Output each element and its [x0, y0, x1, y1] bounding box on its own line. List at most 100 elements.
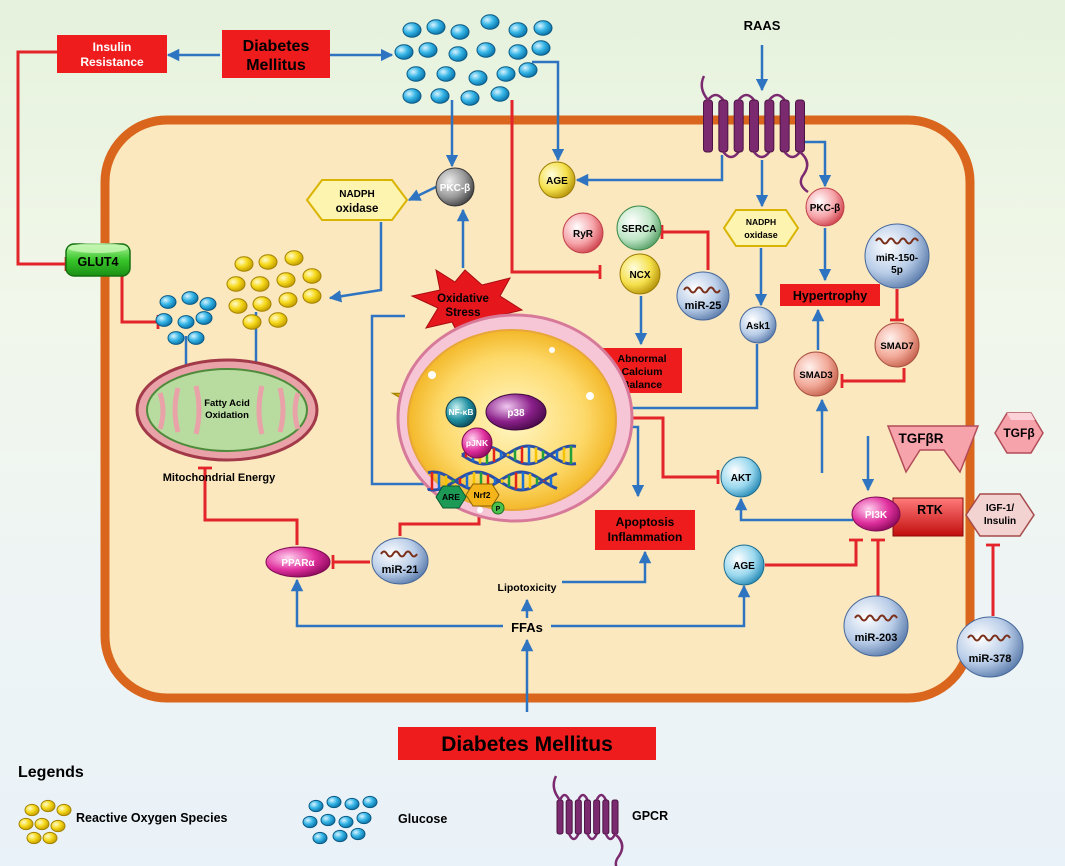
ncx-node: NCX	[619, 253, 661, 295]
ffas-to-ppara-connector	[290, 578, 503, 628]
p38-node: p38	[485, 393, 547, 431]
hypertrophy-label: Hypertrophy	[793, 289, 867, 303]
mir-203-badge: miR-203	[843, 595, 909, 657]
igf-line1: IGF-1/	[986, 503, 1015, 514]
nfkb-label: NF-κB	[448, 407, 473, 417]
gpcr-helix-4	[749, 99, 759, 153]
mir-25-label: miR-25	[685, 300, 722, 312]
oxidative-line1: Oxidative	[437, 293, 489, 305]
diabetes-mellitus-top-box: Diabetes Mellitus	[222, 30, 330, 78]
ros-sphere-1	[234, 256, 254, 272]
apoptosis-line1: Apoptosis	[616, 515, 675, 529]
nrf2-label: Nrf2	[473, 490, 490, 500]
gpcr-c-terminus	[799, 151, 809, 194]
fao-line2: Oxidation	[205, 410, 249, 421]
tgfb-label: TGFβ	[1003, 426, 1034, 440]
glucose-intracellular-sphere-3	[199, 297, 217, 311]
mir21-inhibits-nrf2-connector	[398, 510, 486, 536]
glucose-sphere-12	[531, 40, 551, 56]
mir-378-label: miR-378	[969, 653, 1012, 665]
legend-gpcr-icon	[552, 775, 624, 866]
mir-21-label: miR-21	[382, 564, 419, 576]
glucose-sphere-21	[490, 86, 510, 102]
legend-ros-sphere-7	[26, 831, 42, 845]
serca-node: SERCA	[616, 205, 662, 251]
ros-sphere-6	[276, 272, 296, 288]
glucose-sphere-16	[496, 66, 516, 82]
legend-ros-icon	[18, 799, 72, 845]
legend-glucose-sphere-3	[344, 797, 360, 811]
gpcr-n-terminus	[700, 75, 709, 101]
gpcr-loop-4	[753, 151, 771, 159]
mir-150-line2: 5p	[891, 265, 903, 276]
legend-glucose-sphere-11	[350, 827, 366, 841]
insulin-resistance-line1: Insulin	[93, 40, 132, 54]
calcium-line3: Balance	[622, 379, 662, 391]
ask1-label: Ask1	[746, 321, 770, 332]
smad3-node: SMAD3	[793, 351, 839, 397]
glucose-to-age-connector	[532, 60, 565, 162]
smad7-node: SMAD7	[874, 322, 920, 368]
ros-sphere-4	[226, 276, 246, 292]
insulin-resistance-line2: Resistance	[80, 55, 144, 69]
ffas-to-age-connector	[551, 584, 751, 628]
mir25-inhibits-serca-connector	[660, 225, 710, 270]
mir-21-badge: miR-21	[371, 537, 429, 585]
legend-glucose-label: Glucose	[398, 812, 447, 826]
glucose-sphere-15	[468, 70, 488, 86]
legend-ros-sphere-8	[42, 831, 58, 845]
mir-378-badge: miR-378	[956, 616, 1024, 678]
igf-line2: Insulin	[984, 516, 1016, 527]
ros-sphere-10	[278, 292, 298, 308]
gpcr-helix-2	[565, 799, 573, 835]
ros-sphere-8	[228, 298, 248, 314]
ros-sphere-2	[258, 254, 278, 270]
smad7-label: SMAD7	[880, 341, 913, 352]
legend-glucose-sphere-5	[302, 815, 318, 829]
ryr-node: RyR	[562, 212, 604, 254]
glucose-sphere-20	[460, 90, 480, 106]
gpcr-n-terminus	[552, 775, 561, 801]
pi3k-to-akt-connector	[734, 497, 853, 522]
nadph-right-line2: oxidase	[744, 230, 778, 240]
glucose-intracellular-sphere-4	[155, 313, 173, 327]
diabetes-top-line1: Diabetes	[243, 38, 310, 55]
glucose-intracellular-sphere-5	[177, 315, 195, 329]
legend-glucose-sphere-9	[312, 831, 328, 845]
glucose-sphere-11	[508, 44, 528, 60]
glucose-intracellular-sphere-2	[181, 291, 199, 305]
igf1-insulin-ligand: IGF-1/ Insulin	[965, 493, 1035, 537]
p38-label: p38	[507, 408, 525, 419]
legend-title: Legends	[18, 764, 84, 781]
ir-inhibits-glut4-connector	[16, 50, 68, 271]
legend-ros-sphere-3	[56, 803, 72, 817]
oxidative-line2: Stress	[445, 307, 480, 319]
phosphate-badge: P	[491, 501, 505, 515]
glucose-inhibits-ncx-connector	[510, 100, 602, 279]
glucose-sphere-9	[448, 46, 468, 62]
rtk-label: RTK	[917, 503, 943, 517]
ryr-label: RyR	[573, 229, 594, 240]
gpcr-loop-3	[577, 793, 589, 801]
mir-203-label: miR-203	[855, 632, 898, 644]
gpcr-helix-6	[779, 99, 790, 153]
ppara-inhibits-mito-energy-connector	[198, 466, 299, 545]
legend-glucose-sphere-1	[308, 799, 324, 813]
legend-glucose-sphere-6	[320, 813, 336, 827]
legend-ros-sphere-5	[34, 817, 50, 831]
legend-glucose-sphere-2	[326, 795, 342, 809]
fao-line1: Fatty Acid	[204, 398, 250, 409]
ros-sphere-7	[302, 268, 322, 284]
gpcr-loop-6	[604, 833, 617, 841]
pkc-beta-left-node: PKC-β	[435, 167, 475, 207]
nadph-left-line1: NADPH	[339, 189, 375, 200]
ros-cluster	[226, 250, 322, 330]
age-bottom-label: AGE	[733, 561, 755, 572]
nfkb-node: NF-κB	[445, 396, 477, 428]
gpcr-c-terminus	[614, 833, 624, 866]
gpcr-helix-7	[795, 99, 805, 153]
age-top-node: AGE	[538, 161, 576, 199]
legend-ros-sphere-6	[50, 819, 66, 833]
ros-to-are-connector	[370, 314, 440, 491]
